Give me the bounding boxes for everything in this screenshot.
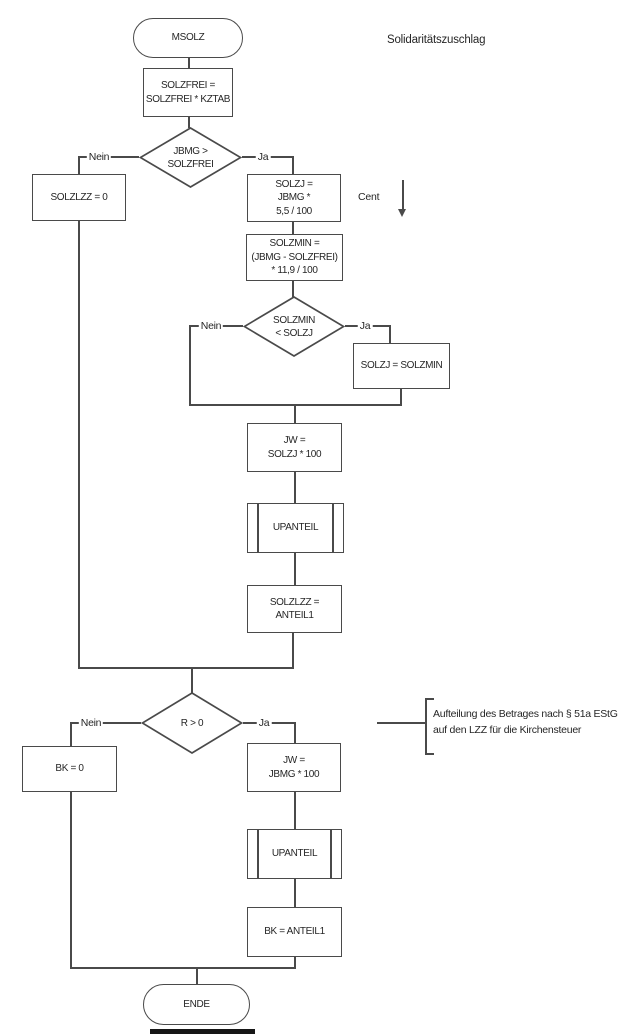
cent-note: Cent xyxy=(358,191,380,203)
end-terminal: ENDE xyxy=(143,984,250,1025)
connector-bk-merge3 xyxy=(294,957,296,969)
connector-ja1-down xyxy=(292,156,294,174)
connector-merge2-down xyxy=(191,667,193,693)
connector-jw-upanteil1 xyxy=(294,472,296,503)
process-set-solzj-min: SOLZJ = SOLZMIN xyxy=(353,343,450,389)
process-calc-solzj: SOLZJ = JBMG * 5,5 / 100 xyxy=(247,174,341,222)
connector-init-decision1 xyxy=(188,117,190,128)
process-calc-solzmin-label: SOLZMIN = (JBMG - SOLZFREI) * 11,9 / 100 xyxy=(251,238,338,277)
connector-setsolzj-merge xyxy=(400,389,402,405)
connector-merge1-down xyxy=(294,404,296,423)
branch-label-nein-3: Nein xyxy=(78,717,104,729)
process-init-solzfrei: SOLZFREI = SOLZFREI * KZTAB xyxy=(143,68,233,117)
process-set-bk-label: BK = ANTEIL1 xyxy=(264,926,325,938)
annotation-bracket-top-tick xyxy=(425,698,434,700)
process-solzlzz-zero: SOLZLZZ = 0 xyxy=(32,174,126,221)
subroutine-bar-icon xyxy=(330,829,332,879)
subroutine-upanteil-1-label: UPANTEIL xyxy=(272,522,319,534)
page-title: Solidaritätszuschlag xyxy=(387,34,486,46)
connector-upanteil2-bk xyxy=(294,879,296,907)
bottom-edge-artifact xyxy=(150,1029,255,1034)
connector-bk0-rail xyxy=(70,792,72,969)
start-terminal: MSOLZ xyxy=(133,18,243,58)
subroutine-bar-icon xyxy=(332,503,334,553)
connector-solzj-solzmin xyxy=(292,222,294,234)
decision-solzmin-solzj: SOLZMIN < SOLZJ xyxy=(243,296,345,357)
annotation-bracket-bottom-tick xyxy=(425,753,434,755)
decision-diamond-icon xyxy=(243,296,345,357)
connector-merge2 xyxy=(78,667,294,669)
cent-arrow-line xyxy=(402,180,404,210)
connector-upanteil1-solzlzz xyxy=(294,553,296,585)
connector-merge3-down xyxy=(196,967,198,984)
connector-jw2-upanteil2 xyxy=(294,792,296,829)
process-bk-zero-label: BK = 0 xyxy=(55,763,84,775)
process-solzlzz-zero-label: SOLZLZZ = 0 xyxy=(50,191,108,203)
connector-solzmin-decision2 xyxy=(292,281,294,297)
decision-r-zero-label: R > 0 xyxy=(180,717,204,729)
process-set-solzlzz: SOLZLZZ = ANTEIL1 xyxy=(247,585,342,633)
subroutine-upanteil-2: UPANTEIL xyxy=(247,829,342,879)
annotation-bracket xyxy=(425,698,427,755)
branch-label-ja-1: Ja xyxy=(255,151,271,163)
connector-ja2-down xyxy=(389,325,391,343)
branch-label-nein-1: Nein xyxy=(86,151,112,163)
connector-solzlzz-merge2 xyxy=(292,633,294,668)
decision-jbmg-solzfrei-label: JBMG > SOLZFREI xyxy=(167,145,214,170)
connector-nein2-down xyxy=(189,325,191,405)
branch-label-ja-3: Ja xyxy=(256,717,272,729)
decision-solzmin-solzj-label: SOLZMIN < SOLZJ xyxy=(273,314,315,339)
connector-merge3 xyxy=(70,967,296,969)
connector-nein1-down xyxy=(78,156,80,174)
subroutine-bar-icon xyxy=(257,503,259,553)
connector-ja3-down xyxy=(294,722,296,743)
process-calc-solzmin: SOLZMIN = (JBMG - SOLZFREI) * 11,9 / 100 xyxy=(246,234,343,281)
process-calc-solzj-label: SOLZJ = JBMG * 5,5 / 100 xyxy=(275,178,313,217)
subroutine-upanteil-2-label: UPANTEIL xyxy=(271,848,318,860)
decision-diamond-icon xyxy=(141,692,243,754)
annotation-text: Aufteilung des Betrages nach § 51a EStG … xyxy=(433,708,618,736)
process-set-solzj-min-label: SOLZJ = SOLZMIN xyxy=(360,360,443,372)
process-calc-jw-jbmg-label: JW = JBMG * 100 xyxy=(268,755,320,780)
decision-jbmg-solzfrei: JBMG > SOLZFREI xyxy=(139,127,242,188)
process-init-solzfrei-label: SOLZFREI = SOLZFREI * KZTAB xyxy=(145,80,231,105)
subroutine-bar-icon xyxy=(257,829,259,879)
connector-start-init xyxy=(188,58,190,69)
process-set-bk: BK = ANTEIL1 xyxy=(247,907,342,957)
branch-label-ja-2: Ja xyxy=(357,320,373,332)
connector-decision3-nein xyxy=(70,722,141,724)
decision-r-zero: R > 0 xyxy=(141,692,243,754)
process-calc-jw-jbmg: JW = JBMG * 100 xyxy=(247,743,341,792)
connector-left-rail xyxy=(78,221,80,668)
start-terminal-label: MSOLZ xyxy=(171,32,205,44)
connector-nein3-down xyxy=(70,722,72,746)
decision-diamond-icon xyxy=(139,127,242,188)
end-terminal-label: ENDE xyxy=(183,998,210,1010)
subroutine-upanteil-1: UPANTEIL xyxy=(247,503,344,553)
annotation-leader-line xyxy=(377,722,426,724)
process-calc-jw-solzj-label: JW = SOLZJ * 100 xyxy=(267,435,322,460)
branch-label-nein-2: Nein xyxy=(198,320,224,332)
process-bk-zero: BK = 0 xyxy=(22,746,117,792)
process-calc-jw-solzj: JW = SOLZJ * 100 xyxy=(247,423,342,472)
process-set-solzlzz-label: SOLZLZZ = ANTEIL1 xyxy=(269,596,320,622)
cent-arrow-down-icon xyxy=(398,209,406,217)
